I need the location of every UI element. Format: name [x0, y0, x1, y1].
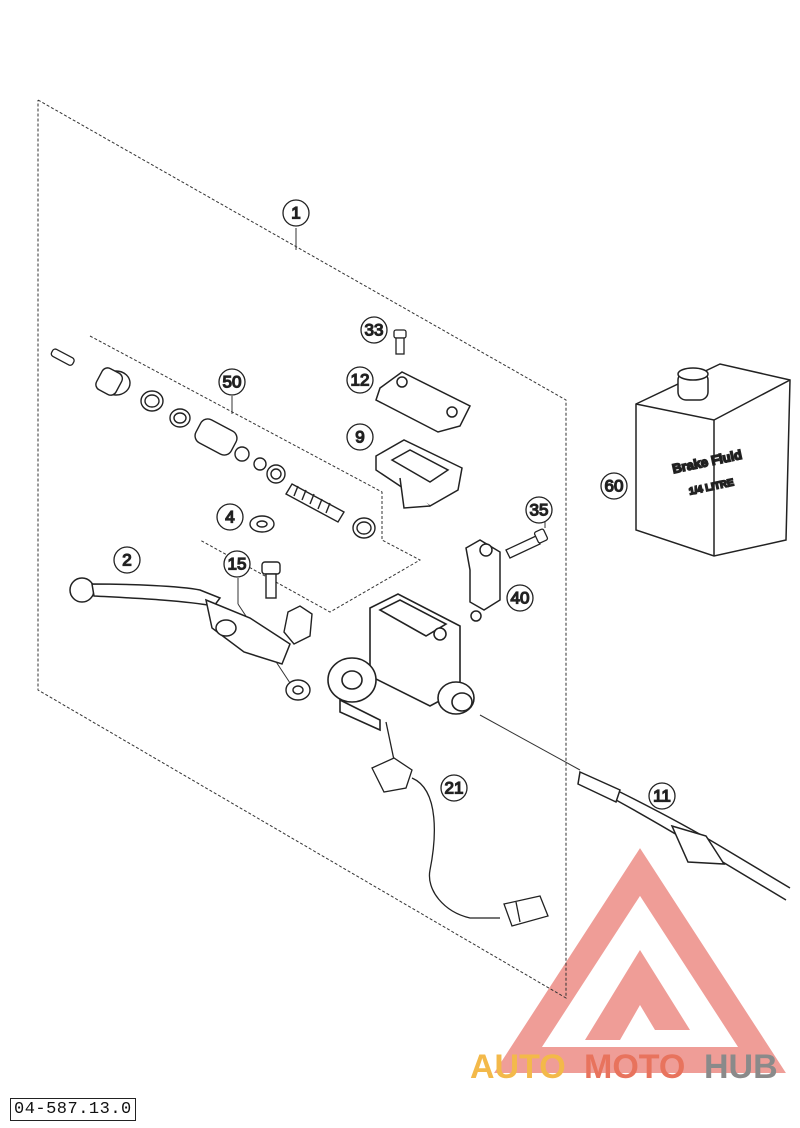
- svg-text:15: 15: [228, 555, 247, 574]
- watermark-part1: AUTO: [470, 1048, 566, 1086]
- svg-text:9: 9: [355, 428, 364, 447]
- callout-2: 2: [113, 546, 141, 574]
- svg-text:21: 21: [445, 779, 464, 798]
- brake-fluid-bottle: Brake Fluid 1/4 LITRE: [635, 363, 791, 557]
- svg-text:50: 50: [223, 373, 242, 392]
- watermark-logo: [494, 848, 786, 1073]
- watermark-text: AUTO MOTO HUB: [470, 1048, 778, 1086]
- svg-text:1: 1: [291, 204, 300, 223]
- callout-60: 60: [600, 472, 628, 500]
- watermark-part2: MOTO: [584, 1048, 685, 1086]
- reservoir-cover-part: [375, 371, 472, 433]
- washer-part: [249, 515, 275, 533]
- callout-4: 4: [216, 503, 244, 531]
- diaphragm-part: [375, 439, 463, 509]
- callout-9: 9: [346, 423, 374, 451]
- brake-lever-part: [69, 577, 291, 665]
- piston-kit-part: [95, 367, 376, 539]
- callout-12: 12: [346, 366, 374, 394]
- pin-part: [50, 348, 75, 366]
- callout-40: 40: [506, 584, 534, 612]
- watermark-part3: HUB: [704, 1048, 778, 1086]
- svg-text:12: 12: [351, 371, 370, 390]
- svg-text:2: 2: [122, 551, 131, 570]
- svg-text:4: 4: [225, 508, 234, 527]
- callout-1: 1: [282, 199, 310, 227]
- callout-35: 35: [525, 496, 553, 524]
- callout-21: 21: [440, 774, 468, 802]
- drawing-number: 04-587.13.0: [10, 1098, 136, 1121]
- svg-text:40: 40: [511, 589, 530, 608]
- brake-switch-part: [371, 721, 549, 927]
- svg-text:35: 35: [530, 501, 549, 520]
- clamp-part: [465, 539, 501, 622]
- brake-line-part: [577, 770, 791, 901]
- svg-text:11: 11: [653, 787, 671, 806]
- screw-part: [393, 329, 407, 355]
- part-callouts: 1 2 4 9 11 12 15 21 33 35 40 50 60: [113, 199, 676, 810]
- callout-15: 15: [223, 550, 251, 578]
- pivot-bolt-part: [261, 561, 313, 701]
- callout-11: 11: [648, 782, 676, 810]
- master-cylinder-body: [327, 593, 475, 732]
- callout-50: 50: [218, 368, 246, 396]
- clamp-bolt-part: [505, 528, 549, 559]
- svg-text:33: 33: [365, 321, 384, 340]
- assembly-boundary: [37, 99, 567, 999]
- callout-33: 33: [360, 316, 388, 344]
- svg-text:60: 60: [605, 477, 624, 496]
